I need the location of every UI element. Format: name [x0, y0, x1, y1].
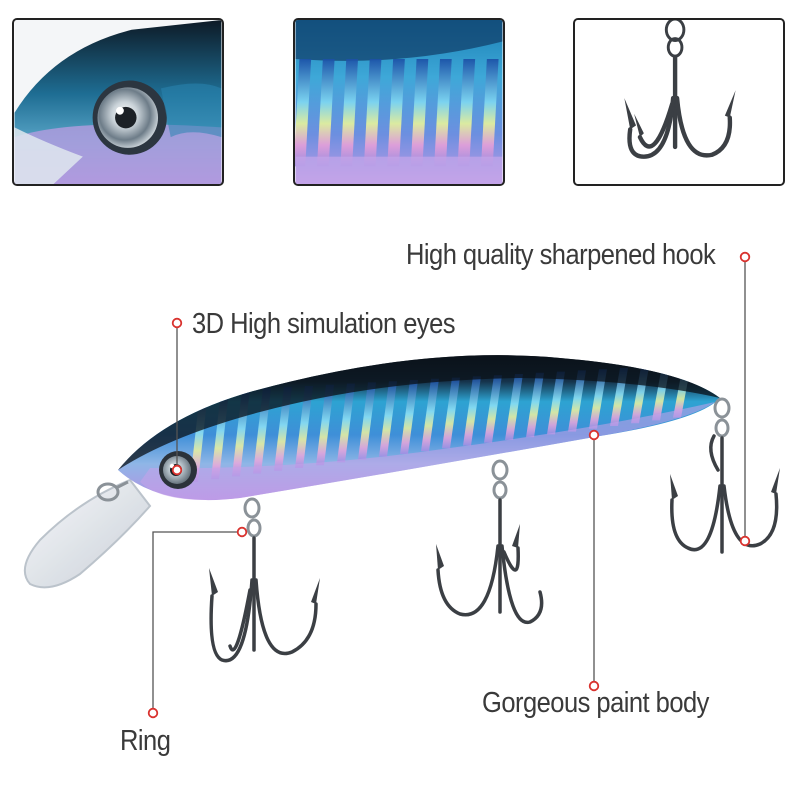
- label-simulation-eyes: 3D High simulation eyes: [192, 308, 456, 340]
- detail-thumbnail-eye: [12, 18, 224, 186]
- treble-hook-icon: [575, 20, 783, 184]
- tow-ring: [96, 480, 129, 502]
- label-ring: Ring: [120, 725, 171, 757]
- ring-dot-icon: [147, 707, 159, 719]
- treble-hook-front: [209, 497, 318, 663]
- callout-markers: [147, 251, 751, 719]
- lure-body: [118, 355, 720, 501]
- label-paint-body: Gorgeous paint body: [482, 687, 709, 719]
- diving-lip: [23, 478, 152, 589]
- detail-thumbnail-scales: [293, 18, 505, 186]
- lure-eye-closeup: [14, 20, 222, 184]
- callout-lines: [152, 258, 746, 712]
- ring-dot-icon: [588, 429, 600, 441]
- ring-dot-icon: [171, 317, 183, 329]
- detail-thumbnail-hook: [573, 18, 785, 186]
- ring-dot-icon: [739, 251, 751, 263]
- ring-dot-icon: [739, 535, 751, 547]
- treble-hook-tail: [670, 397, 779, 554]
- ring-dot-icon: [236, 526, 248, 538]
- ring-dot-icon: [171, 464, 183, 476]
- label-sharpened-hook: High quality sharpened hook: [406, 239, 716, 271]
- ring-dot-icon: [588, 680, 600, 692]
- paint-scales-closeup: [295, 20, 503, 184]
- treble-hook-middle: [436, 459, 544, 625]
